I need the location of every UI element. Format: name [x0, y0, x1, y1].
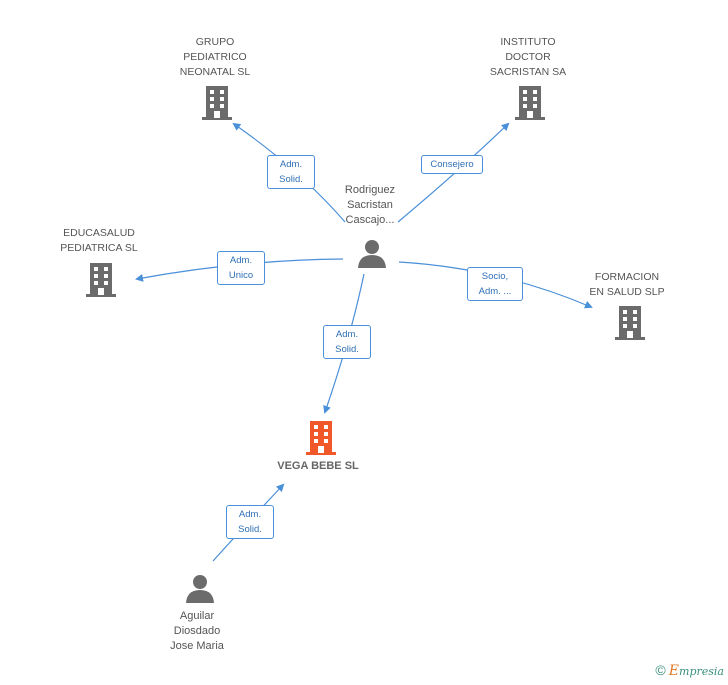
building-icon[interactable]	[305, 421, 337, 455]
label-line: Rodriguez	[344, 184, 396, 196]
building-icon[interactable]	[201, 86, 233, 120]
relation-badge-vega[interactable]: Adm. Solid.	[323, 325, 371, 359]
person-label-rodriguez[interactable]: Rodriguez Sacristan Cascajo...	[320, 183, 420, 228]
badge-line: Solid.	[279, 174, 303, 185]
person-label-aguilar[interactable]: Aguilar Diosdado Jose Maria	[147, 609, 247, 654]
label-line: GRUPO	[195, 36, 235, 48]
label-line: VEGA BEBE SL	[277, 460, 359, 472]
relation-badge-formacion[interactable]: Socio, Adm. ...	[467, 267, 523, 301]
badge-line: Socio,	[481, 271, 509, 282]
badge-line: Adm.	[279, 159, 303, 170]
building-icon[interactable]	[85, 263, 117, 297]
relation-badge-grupo[interactable]: Adm. Solid.	[267, 155, 315, 189]
badge-line: Adm.	[238, 509, 262, 520]
label-line: EN SALUD SLP	[589, 286, 665, 298]
brand-footer[interactable]: © Empresia	[655, 662, 724, 679]
label-line: EDUCASALUD	[63, 227, 135, 239]
label-line: Cascajo...	[345, 214, 395, 226]
person-icon[interactable]	[185, 573, 215, 603]
badge-line: Adm.	[229, 255, 253, 266]
relation-badge-aguilar-vega[interactable]: Adm. Solid.	[226, 505, 274, 539]
brand-logo-initial: E	[668, 663, 680, 679]
label-line: PEDIATRICA SL	[60, 242, 138, 254]
badge-line: Adm. ...	[478, 286, 512, 297]
label-line: INSTITUTO	[500, 36, 556, 48]
relation-badge-instituto[interactable]: Consejero	[421, 155, 483, 174]
label-line: Jose Maria	[170, 640, 224, 652]
relation-badge-educasalud[interactable]: Adm. Unico	[217, 251, 265, 285]
label-line: Diosdado	[173, 625, 221, 637]
label-line: SACRISTAN SA	[489, 66, 567, 78]
badge-line: Consejero	[430, 159, 474, 170]
badge-line: Unico	[228, 270, 254, 281]
label-line: PEDIATRICO	[183, 51, 247, 63]
company-label-educasalud[interactable]: EDUCASALUD PEDIATRICA SL	[44, 226, 154, 256]
label-line: FORMACION	[594, 271, 660, 283]
person-icon[interactable]	[357, 238, 387, 268]
company-label-grupo[interactable]: GRUPO PEDIATRICO NEONATAL SL	[160, 35, 270, 80]
company-label-instituto[interactable]: INSTITUTO DOCTOR SACRISTAN SA	[473, 35, 583, 80]
badge-line: Solid.	[238, 524, 262, 535]
company-label-formacion[interactable]: FORMACION EN SALUD SLP	[572, 270, 682, 300]
label-line: NEONATAL SL	[179, 66, 251, 78]
company-label-vega[interactable]: VEGA BEBE SL	[263, 459, 373, 474]
label-line: DOCTOR	[505, 51, 551, 63]
building-icon[interactable]	[514, 86, 546, 120]
label-line: Sacristan	[347, 199, 393, 211]
building-icon[interactable]	[614, 306, 646, 340]
label-line: Aguilar	[179, 610, 215, 622]
badge-line: Adm.	[335, 329, 359, 340]
brand-logo-text: mpresia	[679, 665, 724, 678]
badge-line: Solid.	[335, 344, 359, 355]
copyright-icon: ©	[655, 662, 666, 678]
